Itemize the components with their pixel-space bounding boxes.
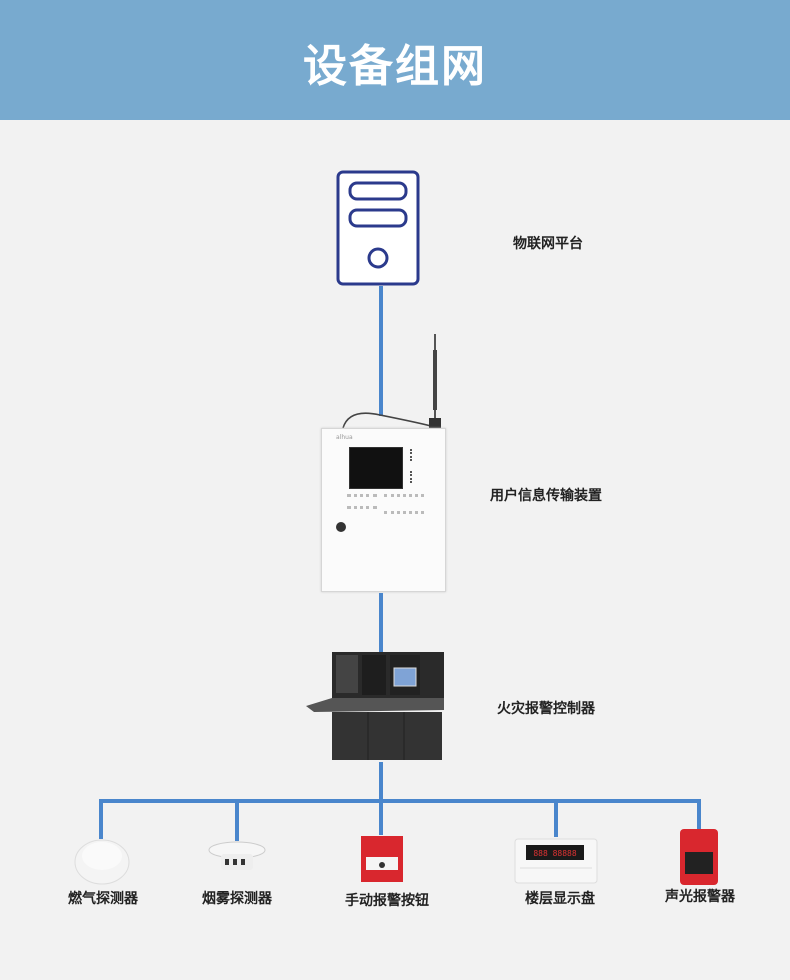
drop-line (99, 799, 103, 839)
transmission-device: alhua (321, 428, 446, 592)
device-label: 手动报警按钮 (345, 893, 429, 909)
gas-detector-icon (74, 839, 130, 885)
server-icon (336, 170, 420, 286)
transmitter-label: 用户信息传输装置 (490, 488, 602, 504)
device-label: 声光报警器 (665, 889, 735, 905)
key-lock-icon (336, 522, 346, 532)
drop-line (554, 799, 558, 837)
smoke-detector-icon (208, 841, 266, 870)
device-label: 烟雾探测器 (202, 891, 272, 907)
bus-line (99, 799, 701, 803)
fire-alarm-controller-icon (306, 652, 444, 760)
device-screen (349, 447, 403, 489)
antenna-icon (342, 334, 441, 429)
brand-logo: alhua (336, 434, 353, 441)
controller-label: 火灾报警控制器 (497, 701, 595, 717)
drop-line (697, 799, 701, 829)
svg-text:888 88888: 888 88888 (533, 849, 577, 858)
platform-label: 物联网平台 (513, 236, 583, 252)
connection-line (379, 762, 383, 802)
page-title: 设备组网 (303, 41, 487, 92)
header-banner (0, 0, 790, 120)
drop-line (379, 799, 383, 835)
drop-line (235, 799, 239, 841)
sound-light-alarm-icon (680, 829, 718, 885)
floor-display-panel-icon: 888 88888 (514, 838, 598, 884)
device-label: 燃气探测器 (68, 891, 138, 907)
connection-line (379, 593, 383, 653)
manual-alarm-button-icon (361, 836, 403, 882)
connection-line (379, 286, 383, 416)
device-label: 楼层显示盘 (525, 891, 595, 907)
